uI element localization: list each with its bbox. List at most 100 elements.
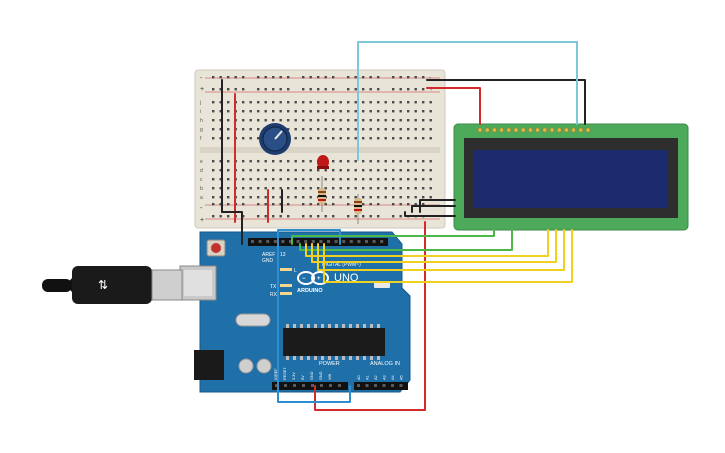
wire-lcd-d4[interactable] — [305, 229, 549, 257]
header-hole — [357, 384, 360, 387]
breadboard-hole — [257, 196, 260, 199]
wire-arduino-gnd[interactable] — [221, 211, 243, 245]
wire-lcd-rs-extra[interactable] — [291, 229, 495, 245]
breadboard-hole — [219, 187, 222, 190]
breadboard-hole — [332, 187, 335, 190]
breadboard-hole — [332, 160, 335, 163]
wire-5v-to-rail[interactable] — [314, 221, 426, 411]
rail-plus-top-label: + — [200, 86, 204, 93]
lcd-pin — [585, 127, 591, 133]
breadboard-hole — [422, 187, 425, 190]
rail-hole — [399, 88, 402, 91]
breadboard-hole — [272, 169, 275, 172]
analog-header — [354, 382, 408, 390]
header-hole — [302, 384, 305, 387]
wire-lcd-e[interactable] — [299, 229, 513, 251]
arduino-uno-board[interactable]: AREF GND 13 DIGITAL (PWM~) L TX RX − + A… — [179, 231, 411, 393]
header-hole — [372, 240, 376, 243]
breadboard-hole — [249, 169, 252, 172]
wire-lcd-backlight[interactable] — [357, 41, 578, 161]
wire-lcd-k[interactable] — [404, 211, 456, 217]
breadboard-hole — [354, 178, 357, 181]
rail-hole — [414, 88, 417, 91]
breadboard-hole — [399, 101, 402, 104]
breadboard-hole — [362, 119, 365, 122]
breadboard-hole — [287, 169, 290, 172]
breadboard-hole — [339, 160, 342, 163]
breadboard-hole — [392, 137, 395, 140]
potentiometer[interactable] — [259, 123, 291, 155]
wire-lcd-d7[interactable] — [323, 229, 573, 283]
breadboard-hole — [309, 196, 312, 199]
rail-hole — [212, 215, 215, 218]
breadboard[interactable]: - + - + - + j i h g f e d c b a — [194, 69, 446, 229]
header-hole — [338, 384, 341, 387]
led-rim — [317, 166, 329, 169]
breadboard-hole — [399, 160, 402, 163]
breadboard-hole — [242, 178, 245, 181]
breadboard-hole — [302, 101, 305, 104]
wire-gnd-loop[interactable] — [277, 385, 351, 403]
red-led[interactable] — [317, 155, 329, 169]
breadboard-hole — [377, 169, 380, 172]
wire-lcd-d6[interactable] — [317, 229, 565, 271]
chip-pin — [321, 356, 324, 360]
rx-label: RX — [270, 292, 278, 298]
breadboard-hole — [249, 110, 252, 113]
header-hole — [284, 384, 287, 387]
rail-hole — [257, 203, 260, 206]
header-hole — [329, 384, 332, 387]
usb-cable[interactable]: ⇅ — [36, 266, 183, 304]
breadboard-hole — [324, 187, 327, 190]
chip-pin — [342, 356, 345, 360]
breadboard-hole — [317, 101, 320, 104]
breadboard-hole — [249, 101, 252, 104]
wire-lcd-rw[interactable] — [419, 199, 456, 213]
chip-pin — [286, 356, 289, 360]
rail-hole — [264, 215, 267, 218]
wire-lcd-gnd[interactable] — [426, 79, 586, 125]
breadboard-hole — [272, 101, 275, 104]
header-hole — [273, 240, 277, 243]
rail-hole — [227, 88, 230, 91]
resistor-led[interactable] — [318, 176, 326, 212]
led-l-label: L — [294, 268, 297, 274]
breadboard-hole — [317, 178, 320, 181]
header-hole — [293, 384, 296, 387]
capacitor-1 — [238, 358, 254, 374]
breadboard-hole — [347, 187, 350, 190]
rail-hole — [302, 203, 305, 206]
wire-lcd-vcc[interactable] — [426, 87, 481, 125]
row-letter-e: e — [200, 159, 203, 165]
rail-hole — [347, 215, 350, 218]
breadboard-hole — [309, 101, 312, 104]
rail-hole — [227, 215, 230, 218]
lcd-display[interactable] — [453, 123, 689, 231]
breadboard-hole — [377, 178, 380, 181]
row-letter-b: b — [200, 186, 203, 192]
lcd-pin — [527, 127, 533, 133]
wire-lcd-d5[interactable] — [311, 229, 557, 263]
reset-button-cap[interactable] — [211, 243, 221, 253]
breadboard-hole — [407, 137, 410, 140]
resistor-backlight[interactable] — [354, 194, 362, 224]
rail-hole — [414, 203, 417, 206]
lcd-screen — [474, 150, 668, 208]
breadboard-hole — [422, 169, 425, 172]
breadboard-hole — [354, 169, 357, 172]
breadboard-hole — [377, 196, 380, 199]
breadboard-channel — [200, 147, 440, 153]
breadboard-hole — [257, 119, 260, 122]
rail-hole — [332, 76, 335, 79]
breadboard-hole — [429, 101, 432, 104]
analog-pin-label: A0 — [357, 375, 361, 380]
wire-lcd-gnd-2[interactable] — [411, 205, 456, 213]
rail-hole — [399, 203, 402, 206]
rail-hole — [234, 76, 237, 79]
breadboard-hole — [264, 169, 267, 172]
breadboard-hole — [362, 187, 365, 190]
breadboard-hole — [324, 169, 327, 172]
breadboard-hole — [399, 169, 402, 172]
